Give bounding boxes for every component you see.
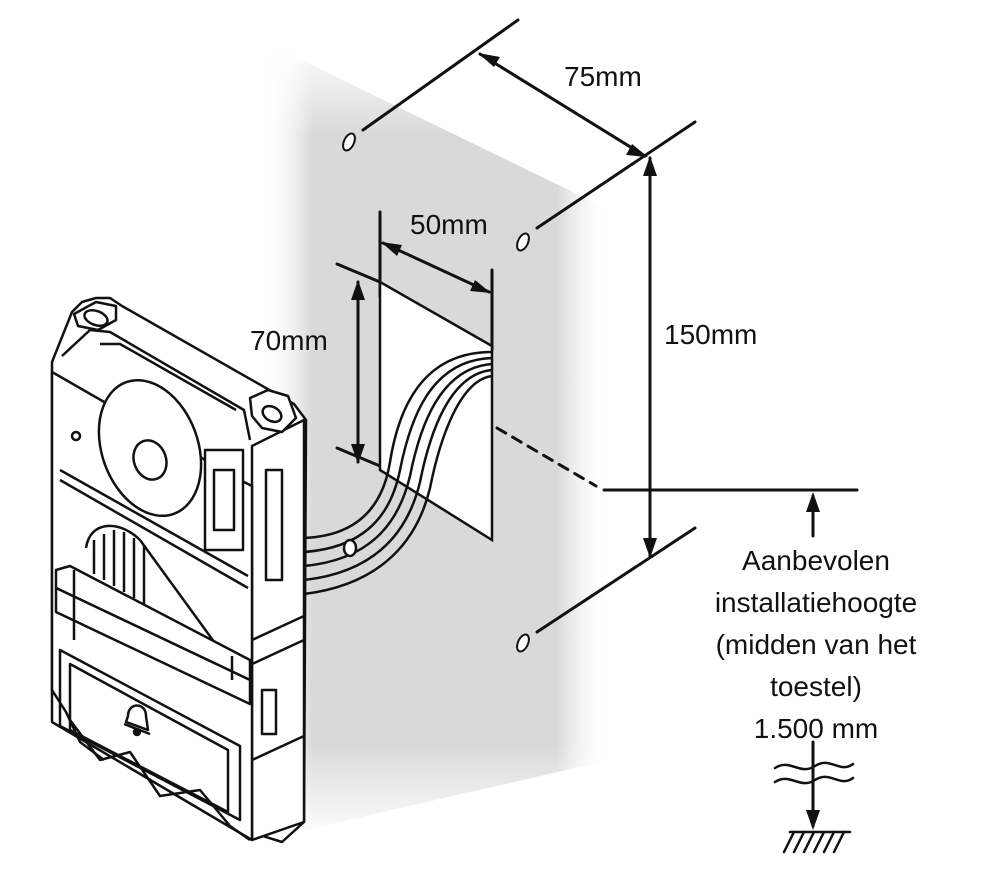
ground-hatch-icon: [782, 830, 852, 854]
label-recommended-line4: toestel): [770, 671, 862, 702]
label-recommended-line1: Aanbevolen: [742, 545, 890, 576]
label-150mm: 150mm: [664, 319, 757, 350]
dim-50mm: [381, 241, 491, 294]
mounting-hole-top-right: [516, 232, 530, 252]
mounting-hole-bottom: [516, 633, 530, 653]
label-recommended-line3: (midden van het: [716, 629, 917, 660]
dim-75mm: [478, 52, 647, 158]
break-mark-icon: [773, 761, 855, 785]
dimension-labels: 75mm 50mm 70mm 150mm Aanbevolen installa…: [250, 61, 917, 744]
door-station-icon: [50, 296, 308, 844]
mounting-hole-top-left: [342, 132, 356, 152]
label-75mm: 75mm: [564, 61, 642, 92]
dimension-arrows: [351, 52, 820, 830]
mounting-holes: [342, 132, 530, 653]
label-50mm: 50mm: [410, 209, 488, 240]
label-70mm: 70mm: [250, 325, 328, 356]
label-recommended-line5: 1.500 mm: [754, 713, 879, 744]
label-recommended-line2: installatiehoogte: [715, 587, 917, 618]
bell-icon: [123, 704, 151, 737]
extension-lines: [335, 18, 859, 634]
cable-bundle: [303, 350, 493, 596]
flush-box: [378, 279, 494, 543]
